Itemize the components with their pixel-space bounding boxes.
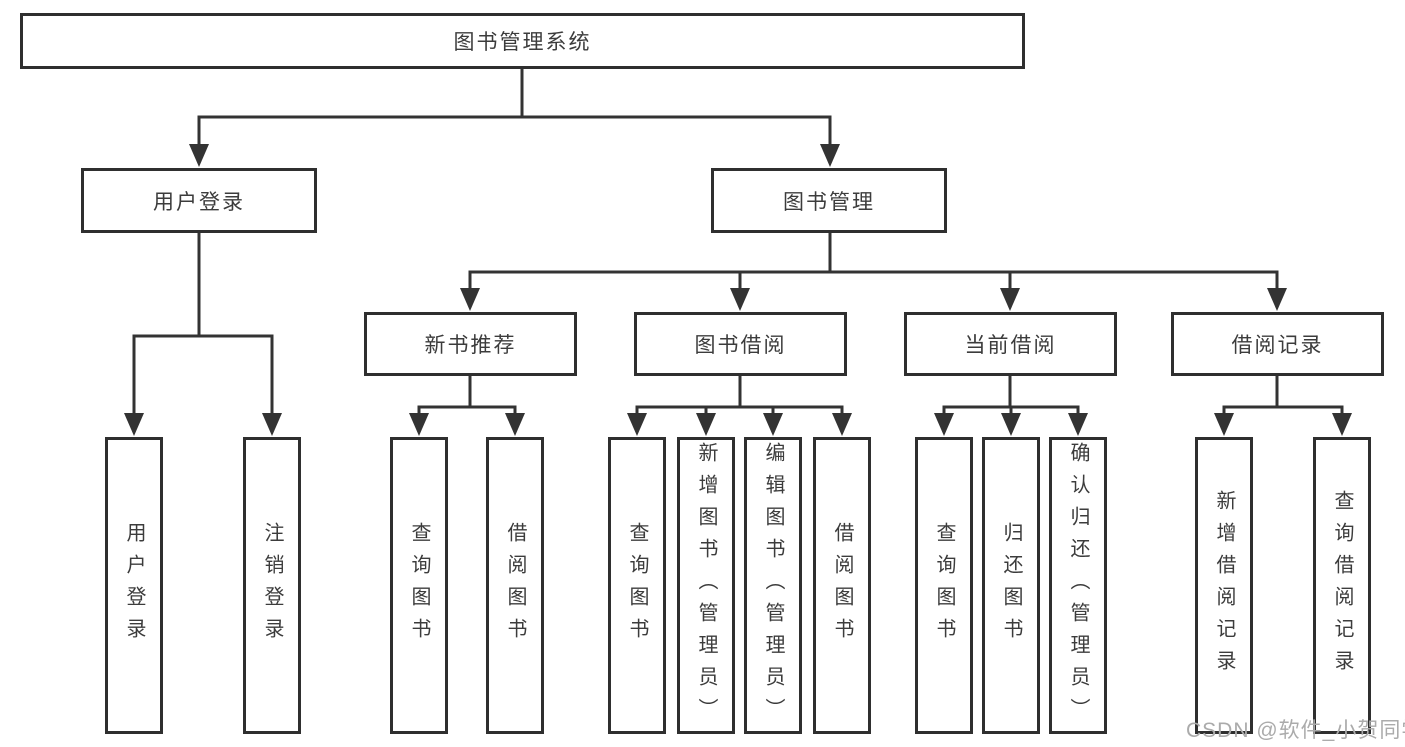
- leaf-recommend-query-books: 查询图书: [390, 437, 448, 734]
- leaf-logout-login: 注销登录: [243, 437, 301, 734]
- node-current-borrow: 当前借阅: [904, 312, 1117, 376]
- node-library-management-system: 图书管理系统: [20, 13, 1025, 69]
- leaf-borrow-borrow-books-label: 借阅图书: [831, 521, 853, 650]
- leaf-records-add-record-label: 新增借阅记录: [1213, 489, 1235, 682]
- leaf-current-return-books: 归还图书: [982, 437, 1040, 734]
- leaf-user-login: 用户登录: [105, 437, 163, 734]
- node-user-login: 用户登录: [81, 168, 317, 233]
- node-book-management-label: 图书管理: [783, 190, 875, 214]
- leaf-user-login-label: 用户登录: [123, 521, 145, 650]
- leaf-recommend-query-books-label: 查询图书: [408, 521, 430, 650]
- leaf-borrow-edit-books-admin-label: 编辑图书（管理员）: [762, 441, 784, 730]
- leaf-borrow-borrow-books: 借阅图书: [813, 437, 871, 734]
- leaf-current-query-books-label: 查询图书: [933, 521, 955, 650]
- node-book-borrow-label: 图书借阅: [694, 334, 787, 357]
- leaf-borrow-query-books: 查询图书: [608, 437, 666, 734]
- leaf-current-confirm-return-admin-label: 确认归还（管理员）: [1067, 441, 1089, 730]
- leaf-records-query-record-label: 查询借阅记录: [1331, 489, 1353, 682]
- node-borrow-records: 借阅记录: [1171, 312, 1384, 376]
- leaf-recommend-borrow-books: 借阅图书: [486, 437, 544, 734]
- leaf-current-confirm-return-admin: 确认归还（管理员）: [1049, 437, 1107, 734]
- leaf-borrow-query-books-label: 查询图书: [626, 521, 648, 650]
- node-user-login-label: 用户登录: [153, 190, 245, 214]
- leaf-logout-login-label: 注销登录: [261, 521, 283, 650]
- csdn-watermark: CSDN @软件_小贺同学: [1186, 719, 1405, 742]
- node-new-book-recommend: 新书推荐: [364, 312, 577, 376]
- leaf-current-return-books-label: 归还图书: [1000, 521, 1022, 650]
- node-borrow-records-label: 借阅记录: [1231, 334, 1324, 357]
- leaf-current-query-books: 查询图书: [915, 437, 973, 734]
- node-current-borrow-label: 当前借阅: [964, 334, 1057, 357]
- leaf-borrow-add-books-admin: 新增图书（管理员）: [677, 437, 735, 734]
- node-new-book-recommend-label: 新书推荐: [424, 334, 517, 357]
- node-book-borrow: 图书借阅: [634, 312, 847, 376]
- leaf-recommend-borrow-books-label: 借阅图书: [504, 521, 526, 650]
- leaf-records-add-record: 新增借阅记录: [1195, 437, 1253, 734]
- node-book-management: 图书管理: [711, 168, 947, 233]
- node-library-management-system-label: 图书管理系统: [453, 31, 592, 54]
- leaf-borrow-add-books-admin-label: 新增图书（管理员）: [695, 441, 717, 730]
- leaf-borrow-edit-books-admin: 编辑图书（管理员）: [744, 437, 802, 734]
- leaf-records-query-record: 查询借阅记录: [1313, 437, 1371, 734]
